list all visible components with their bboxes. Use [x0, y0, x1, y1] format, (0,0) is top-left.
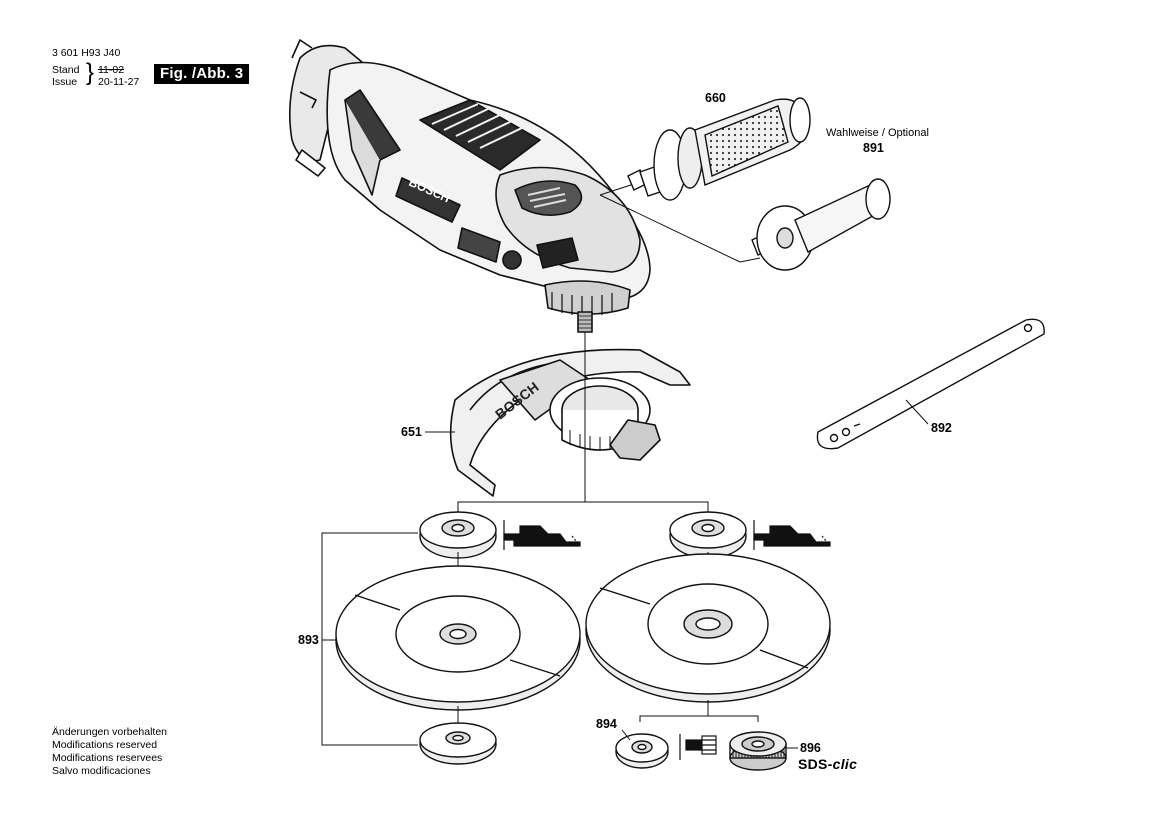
flange-left-top: [419, 511, 497, 559]
leader-894: [621, 729, 631, 741]
part-number-894: 894: [596, 717, 617, 731]
part-number-891: 891: [863, 141, 884, 155]
sds-clic-label: SDS-clic: [798, 756, 857, 772]
quick-nut-896: [729, 731, 787, 771]
disc-right: [585, 553, 831, 703]
optional-note: Wahlweise / Optional: [826, 127, 929, 139]
grinder-body: [288, 39, 651, 333]
figure-label: Fig. /Abb. 3: [154, 64, 250, 84]
footer-line-es: Salvo modificaciones: [52, 765, 151, 777]
part-number-651: 651: [401, 425, 422, 439]
sds-suffix: clic: [832, 756, 858, 772]
lock-nut-894: [615, 733, 669, 769]
wheel-guard-651: [449, 348, 691, 497]
sds-prefix: SDS-: [798, 756, 833, 772]
footer-line-fr: Modifications reservees: [52, 752, 163, 764]
flange-profile-right: [753, 520, 831, 550]
doc-number: 3 601 H93 J40: [52, 47, 121, 59]
nut-left-bottom: [419, 722, 497, 765]
footer-line-en: Modifications reserved: [52, 739, 158, 751]
old-date: 11-02: [98, 64, 125, 76]
nut-profile-symbol: [679, 734, 717, 760]
disc-left: [335, 565, 581, 711]
part-number-896: 896: [800, 741, 821, 755]
wrench-892: [816, 318, 1045, 450]
side-handle-891: [751, 178, 891, 271]
leader-892: [905, 399, 929, 425]
flange-profile-left: [503, 520, 581, 550]
new-date: 20-11-27: [98, 76, 140, 88]
leader-handle-891: [599, 194, 761, 263]
stand-label: Stand: [52, 64, 80, 76]
bracket-893: [321, 532, 418, 746]
flange-right-top: [669, 511, 747, 559]
bracket-top: [457, 501, 709, 520]
bracket-bottom: [639, 715, 759, 722]
brace-symbol: }: [86, 59, 95, 86]
footer-line-de: Änderungen vorbehalten: [52, 726, 168, 738]
part-number-892: 892: [931, 421, 952, 435]
part-number-660: 660: [705, 91, 726, 105]
part-number-893: 893: [298, 633, 319, 647]
side-handle-660: [627, 97, 811, 201]
issue-label: Issue: [52, 76, 78, 88]
